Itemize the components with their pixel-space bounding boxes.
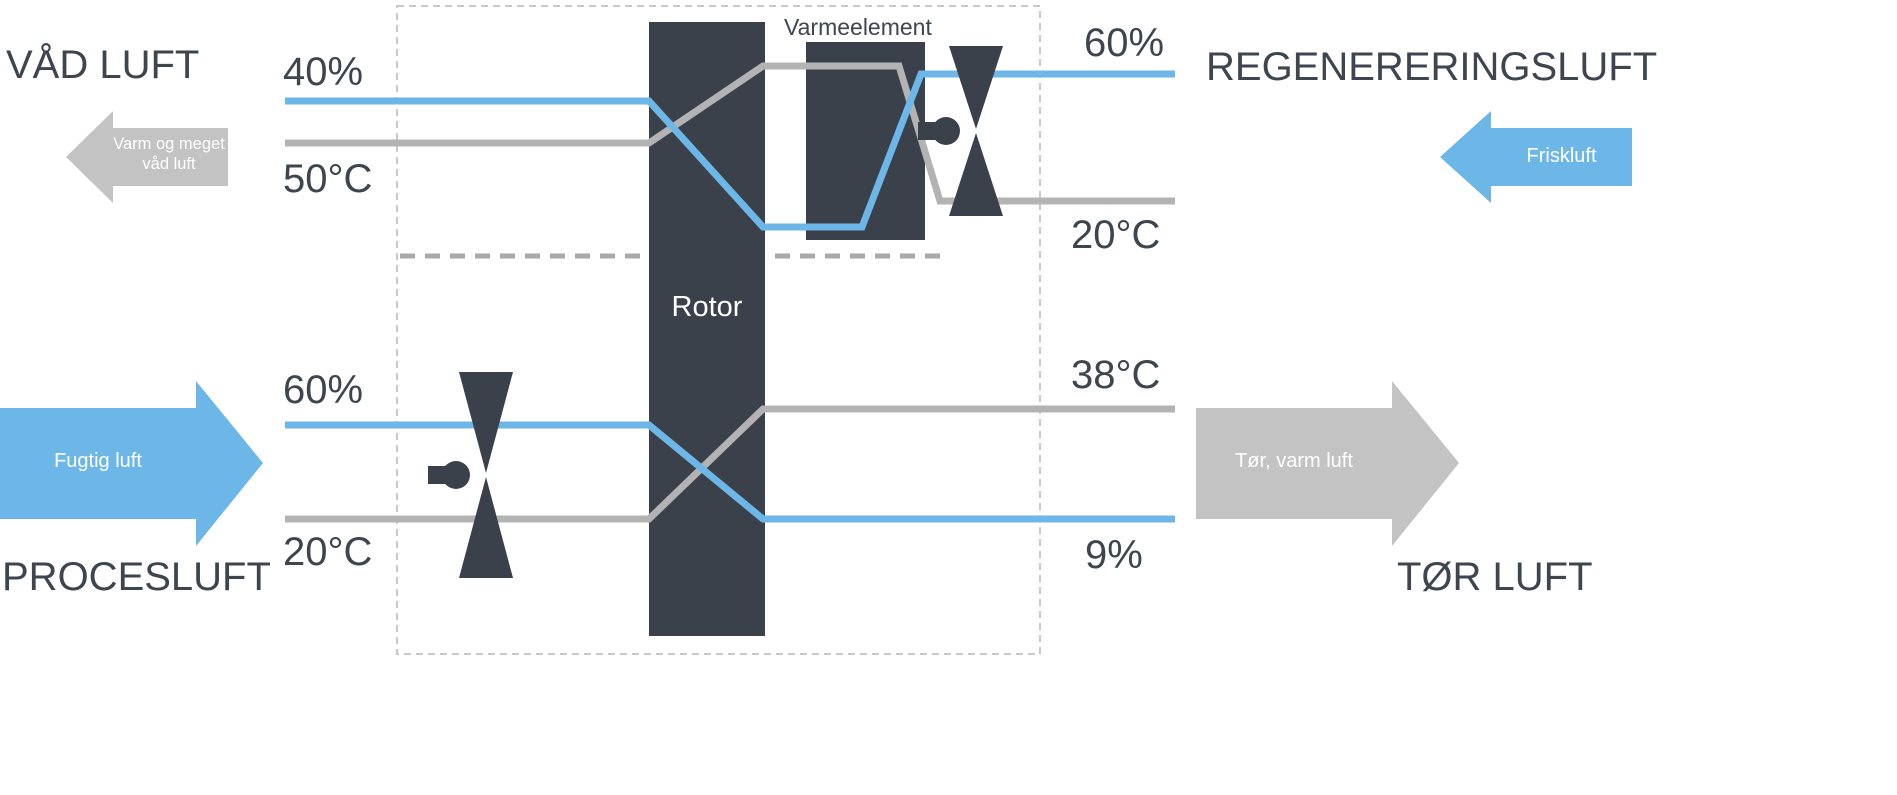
regen-out-temp-value: 50°C [283,157,373,201]
fan-icon-process [428,372,513,578]
blue-line-process [285,421,1175,523]
dry-air-out-arrow [1196,381,1459,546]
label-rotor: Rotor [671,291,743,323]
process-out-humidity-value: 9% [1085,533,1143,577]
process-out-temp-value: 38°C [1071,353,1161,397]
wet-air-out-arrow [66,111,228,203]
process-in-humidity-value: 60% [283,368,364,412]
fan-icon-regeneration [918,46,1003,216]
regen-in-temp-value: 20°C [1071,213,1161,257]
rotor-rect [649,22,765,636]
regen-in-humidity-value: 60% [1084,21,1165,65]
fresh-air-in-arrow-caption: Friskluft [1526,145,1597,167]
label-process-air: PROCESLUFT [2,555,271,599]
fresh-air-in-arrow [1440,111,1632,203]
wet-air-out-caption-line2: våd luft [142,155,196,173]
humid-air-in-arrow-caption: Fugtig luft [54,450,142,472]
label-regeneration-air: REGENERERINGSLUFT [1206,45,1658,89]
wet-air-out-caption-line1: Varm og meget [113,135,225,153]
wet-air-out-arrow-caption: Varm og meget våd luft [110,134,228,174]
regen-out-humidity-value: 40% [283,50,364,94]
gray-line-process [285,405,1175,523]
label-dry-air: TØR LUFT [1397,555,1593,599]
label-heating-element: Varmeelement [784,14,932,40]
dashed-boundary [396,5,1041,655]
humid-air-in-arrow [0,381,263,546]
process-in-temp-value: 20°C [283,530,373,574]
dry-air-out-arrow-caption: Tør, varm luft [1235,450,1353,472]
label-wet-air: VÅD LUFT [6,43,200,87]
